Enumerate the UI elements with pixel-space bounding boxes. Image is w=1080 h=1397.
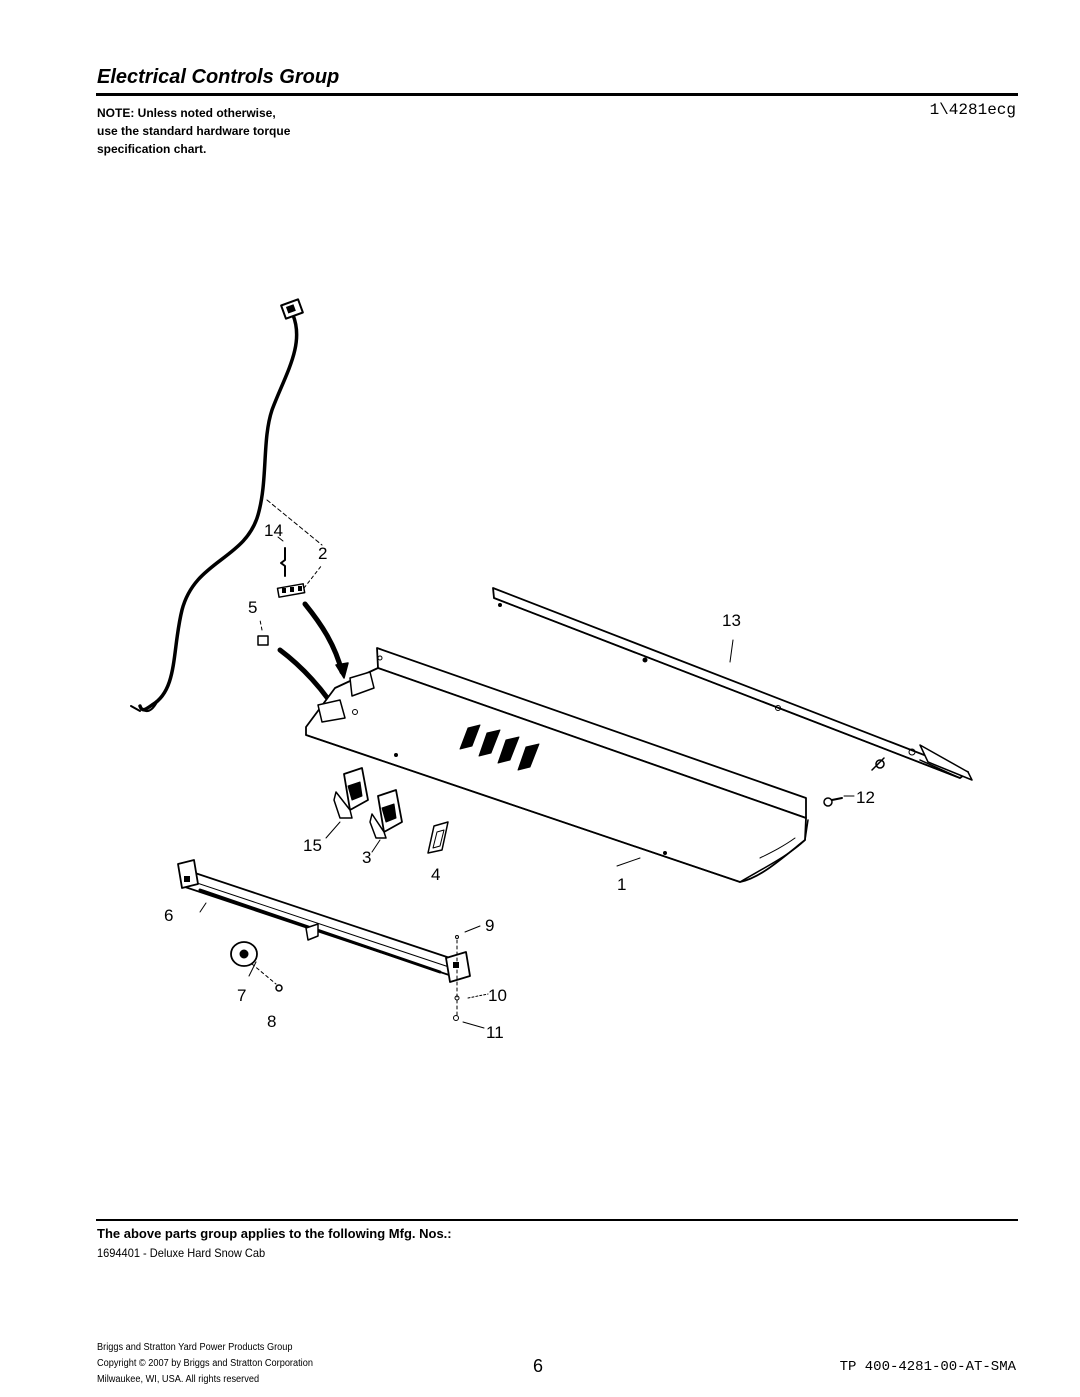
applies-heading: The above parts group applies to the fol… [97,1226,452,1241]
applies-rule [96,1219,1018,1221]
light-bar-tube [177,859,471,983]
switch-knob [230,941,283,992]
title-rule [96,93,1018,96]
callout-15: 15 [303,836,322,855]
callout-10: 10 [488,986,507,1005]
callout-6: 6 [164,906,173,925]
note-line: specification chart. [97,142,207,156]
note-line: use the standard hardware torque [97,124,291,138]
page-title: Electrical Controls Group [97,66,340,88]
callout-11: 11 [486,1023,504,1042]
callout-8: 8 [267,1012,276,1031]
footer-line: Milwaukee, WI, USA. All rights reserved [97,1374,260,1385]
callout-13: 13 [722,611,741,630]
rocker-switches [325,767,449,854]
torque-note: NOTE: Unless noted otherwise, use the st… [97,104,357,158]
wire-harness [130,298,323,713]
footer-company: Briggs and Stratton Yard Power Products … [97,1340,313,1388]
callout-4: 4 [431,865,440,884]
mfg-model: 1694401 - Deluxe Hard Snow Cab [97,1246,266,1260]
diagram-code: 1\4281ecg [929,101,1016,119]
callout-2: 2 [318,544,327,563]
page-number: 6 [533,1356,544,1376]
callout-3: 3 [362,848,371,867]
footer-line: Briggs and Stratton Yard Power Products … [97,1342,293,1353]
footer-line: Copyright © 2007 by Briggs and Stratton … [97,1358,313,1369]
terminal-hardware [257,536,323,646]
callout-9: 9 [485,916,494,935]
callout-1: 1 [617,875,626,894]
callout-7: 7 [237,986,246,1005]
panel-screws [823,757,885,807]
mounting-rail [492,587,973,781]
callout-5: 5 [248,598,257,617]
note-line: NOTE: Unless noted otherwise, [97,106,276,120]
control-panel-housing [305,647,809,883]
document-id: TP 400-4281-00-AT-SMA [839,1359,1016,1375]
bolt-washer-nut [453,925,489,1029]
callout-14: 14 [264,521,283,540]
callout-labels: 14 2 5 13 12 15 3 4 1 6 9 7 10 8 11 [164,521,875,1042]
callout-12: 12 [856,788,875,807]
